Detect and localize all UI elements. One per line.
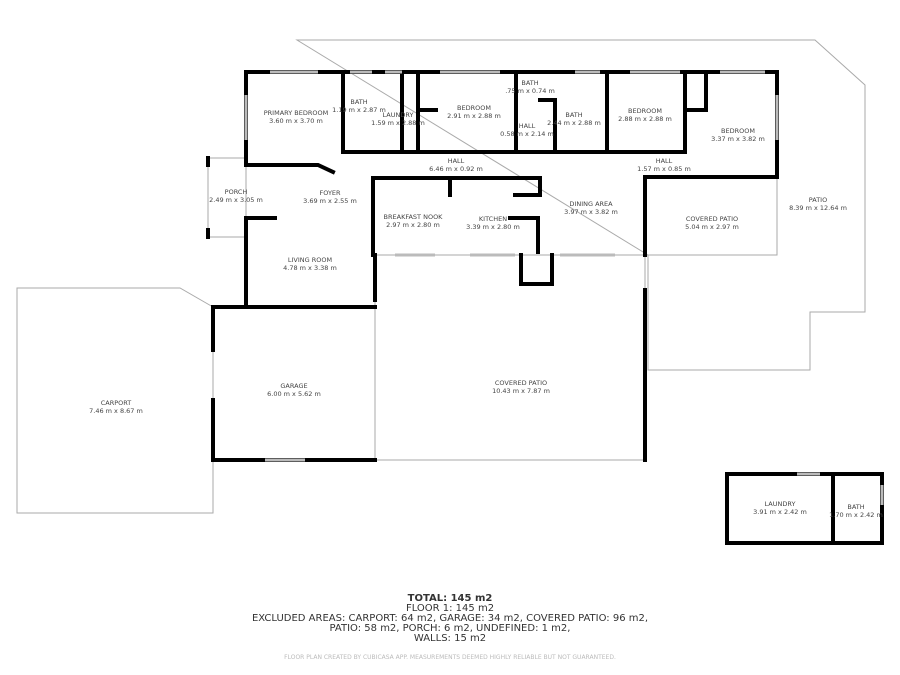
room-size: 0.58 m x 2.14 m: [500, 130, 554, 138]
room-size: .75 m x 0.74 m: [505, 87, 555, 95]
walls-area: WALLS: 15 m2: [413, 633, 487, 644]
room-name: PORCH: [225, 188, 248, 196]
room-name: BATH: [847, 503, 864, 511]
room-size: 3.69 m x 2.55 m: [303, 197, 357, 205]
room-name: BEDROOM: [457, 104, 491, 112]
room-name: BATH: [565, 111, 582, 119]
room-name: BEDROOM: [721, 127, 755, 135]
room-name: PRIMARY BEDROOM: [264, 109, 328, 117]
outdoor-outlines: [16, 39, 866, 514]
room-name: BATH: [521, 79, 538, 87]
excluded-areas-line-2: PATIO: 58 m2, PORCH: 6 m2, UNDEFINED: 1 …: [329, 623, 571, 634]
room-name: BATH: [350, 98, 367, 106]
room-size: 8.39 m x 12.64 m: [789, 204, 847, 212]
room-size: 10.43 m x 7.87 m: [492, 387, 550, 395]
room-name: DINING AREA: [569, 200, 613, 208]
covered-patio-outline: [374, 254, 646, 461]
room-size: 3.97 m x 3.82 m: [564, 208, 618, 216]
room-size: 2.91 m x 2.88 m: [447, 112, 501, 120]
room-size: 1.57 m x 0.85 m: [637, 165, 691, 173]
room-name: LAUNDRY: [765, 500, 796, 508]
room-name: KITCHEN: [479, 215, 507, 223]
room-size: 2.44 m x 2.88 m: [547, 119, 601, 127]
room-name: COVERED PATIO: [495, 379, 547, 387]
room-size: 3.37 m x 3.82 m: [711, 135, 765, 143]
room-name: HALL: [448, 157, 465, 165]
room-name: PATIO: [809, 196, 827, 204]
room-size: 2.49 m x 3.05 m: [209, 196, 263, 204]
room-size: 6.00 m x 5.62 m: [267, 390, 321, 398]
total-area: TOTAL: 145 m2: [407, 593, 493, 604]
room-name: LAUNDRY: [383, 111, 414, 119]
room-name: HALL: [656, 157, 673, 165]
room-name: BEDROOM: [628, 107, 662, 115]
room-size: 2.88 m x 2.88 m: [618, 115, 672, 123]
room-size: 4.78 m x 3.38 m: [283, 264, 337, 272]
room-label: BATH.75 m x 0.74 m: [505, 79, 555, 95]
room-name: LIVING ROOM: [288, 256, 332, 264]
room-size: 7.46 m x 8.67 m: [89, 407, 143, 415]
room-name: GARAGE: [280, 382, 307, 390]
disclaimer: FLOOR PLAN CREATED BY CUBICASA APP. MEAS…: [284, 654, 616, 661]
room-size: 3.60 m x 3.70 m: [269, 117, 323, 125]
room-size: 2.97 m x 2.80 m: [386, 221, 440, 229]
patio-outline: [295, 39, 866, 371]
room-name: BREAKFAST NOOK: [384, 213, 444, 221]
walls: [206, 70, 884, 545]
room-name: COVERED PATIO: [686, 215, 738, 223]
room-size: 5.04 m x 2.97 m: [685, 223, 739, 231]
room-size: 1.70 m x 2.42 m: [829, 511, 883, 519]
room-size: 3.91 m x 2.42 m: [753, 508, 807, 516]
room-size: 6.46 m x 0.92 m: [429, 165, 483, 173]
room-name: CARPORT: [101, 399, 132, 407]
room-name: HALL: [519, 122, 536, 130]
room-name: FOYER: [319, 189, 341, 197]
floor-area: FLOOR 1: 145 m2: [405, 603, 495, 614]
room-size: 3.39 m x 2.80 m: [466, 223, 520, 231]
excluded-areas-line-1: EXCLUDED AREAS: CARPORT: 64 m2, GARAGE: …: [251, 613, 649, 624]
porch-outline: [207, 157, 247, 238]
room-size: 1.59 m x 2.88 m: [371, 119, 425, 127]
room-size: 1.19 m x 2.87 m: [332, 106, 386, 114]
windows: [244, 70, 884, 505]
